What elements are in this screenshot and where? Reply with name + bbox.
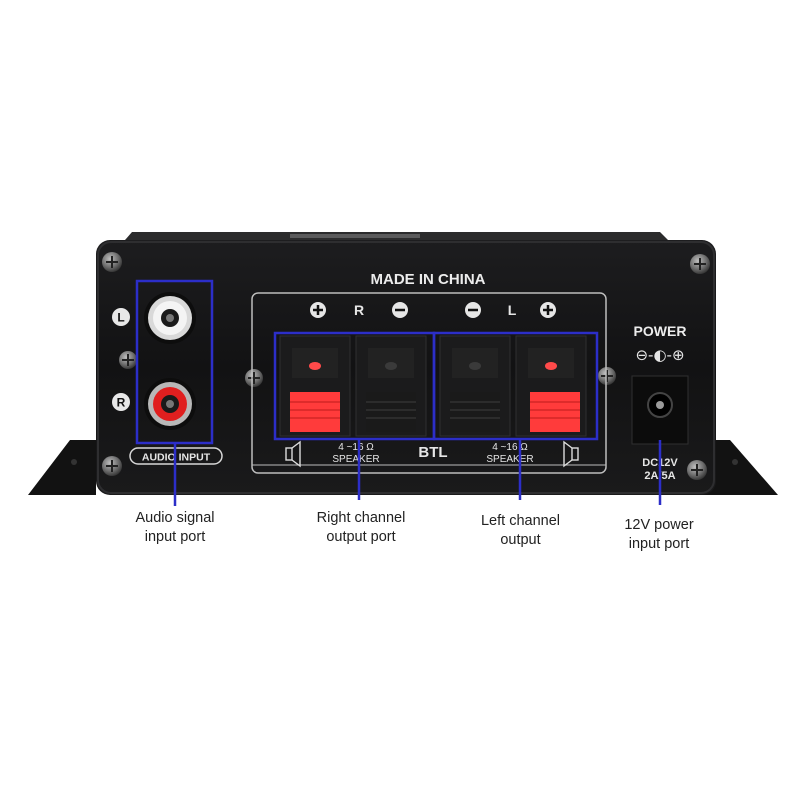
- left-foot-hole: [71, 459, 77, 465]
- caption-left-channel: Left channel output: [458, 512, 583, 550]
- screw-terminal-left: [245, 369, 263, 387]
- caption-power-input: 12V power input port: [600, 516, 718, 554]
- screw-bottom-left: [102, 456, 122, 476]
- caption-right-channel-line1: Right channel: [316, 510, 406, 526]
- rca-right-red-jack: [144, 378, 196, 430]
- terminal-right-plus: [279, 335, 351, 437]
- impedance-left: 4 ~16 Ω: [492, 442, 528, 453]
- speaker-left-icon: [563, 440, 579, 468]
- screw-mid-left: [119, 351, 137, 369]
- impedance-right: 4 ~16 Ω: [338, 442, 374, 453]
- dc-power-jack: [631, 375, 689, 445]
- rca-l-letter-badge: [112, 308, 130, 326]
- caption-audio-input-line2: input port: [144, 529, 206, 545]
- audio-input-label: AUDIO INPUT: [142, 452, 211, 464]
- callout-box-left-channel: [432, 331, 599, 441]
- speaker-l-letter: L: [508, 302, 517, 318]
- caption-right-channel: Right channel output port: [296, 509, 426, 547]
- rca-l-letter: L: [117, 311, 124, 325]
- speaker-terminal-frame: [251, 292, 607, 474]
- terminal-left-minus: [439, 335, 511, 437]
- btl-label: BTL: [418, 444, 447, 461]
- right-minus-icon: [392, 302, 408, 318]
- left-mounting-foot: [28, 440, 96, 495]
- power-polarity-icon: ⊖-◐-⊕: [635, 346, 684, 364]
- speaker-r-letter: R: [354, 302, 364, 318]
- screw-bottom-right: [687, 460, 707, 480]
- caption-audio-input: Audio signal input port: [115, 509, 235, 547]
- caption-left-channel-line2: output: [500, 532, 541, 548]
- left-minus-icon: [465, 302, 481, 318]
- screw-top-left: [102, 252, 122, 272]
- rca-left-white-jack: [144, 292, 196, 344]
- caption-left-channel-line1: Left channel: [480, 513, 560, 529]
- rca-r-letter-badge: [112, 393, 130, 411]
- right-mounting-foot: [700, 440, 778, 495]
- right-plus-icon: [310, 302, 326, 318]
- made-in-label: MADE IN CHINA: [371, 271, 486, 288]
- screw-terminal-right: [598, 367, 616, 385]
- screw-top-right: [690, 254, 710, 274]
- caption-power-input-line2: input port: [628, 536, 690, 552]
- speaker-label-left: SPEAKER: [486, 454, 533, 465]
- caption-audio-input-line1: Audio signal: [135, 510, 215, 526]
- rca-r-letter: R: [117, 396, 126, 410]
- caption-right-channel-line2: output port: [326, 529, 396, 545]
- left-plus-icon: [540, 302, 556, 318]
- right-foot-hole: [732, 459, 738, 465]
- speaker-right-icon: [285, 440, 301, 468]
- terminal-left-plus: [515, 335, 587, 437]
- power-label: POWER: [634, 323, 687, 339]
- terminal-right-minus: [355, 335, 427, 437]
- caption-power-input-line1: 12V power: [624, 517, 694, 533]
- speaker-label-right: SPEAKER: [332, 454, 379, 465]
